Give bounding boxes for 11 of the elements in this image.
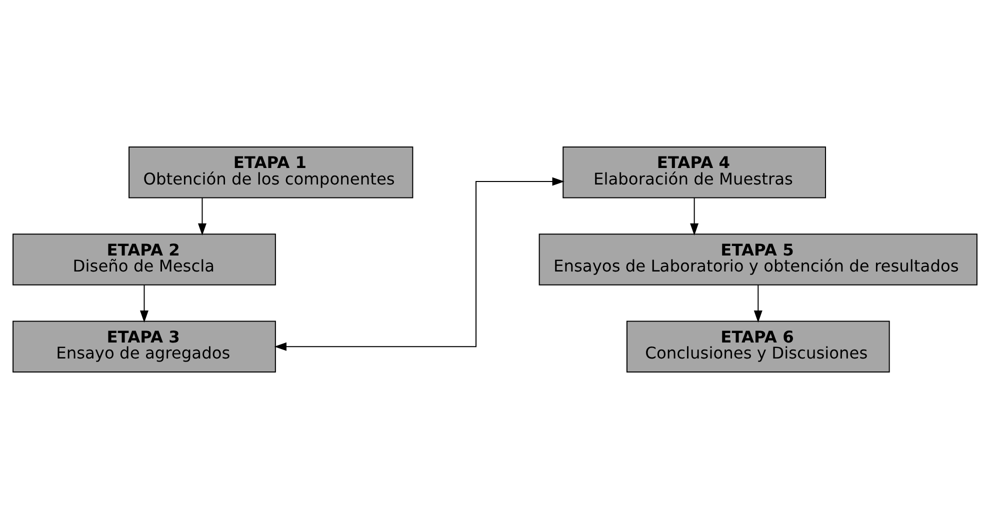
arrow [754,285,762,323]
arrow [198,198,206,236]
node-box: ETAPA 4 Elaboración de Muestras [562,146,826,198]
arrow [140,285,148,323]
arrow [274,177,564,351]
node-box: ETAPA 1 Obtención de los componentes [128,146,414,198]
node-box: ETAPA 2 Diseño de Mescla [12,234,276,286]
node-box: ETAPA 5 Ensayos de Laboratorio y obtención de resultados [538,234,978,286]
arrow [690,198,699,236]
node-box: ETAPA 3 Ensayo de agregados [12,320,276,372]
node-box: ETAPA 6 Conclusiones y Discusiones [626,320,890,372]
